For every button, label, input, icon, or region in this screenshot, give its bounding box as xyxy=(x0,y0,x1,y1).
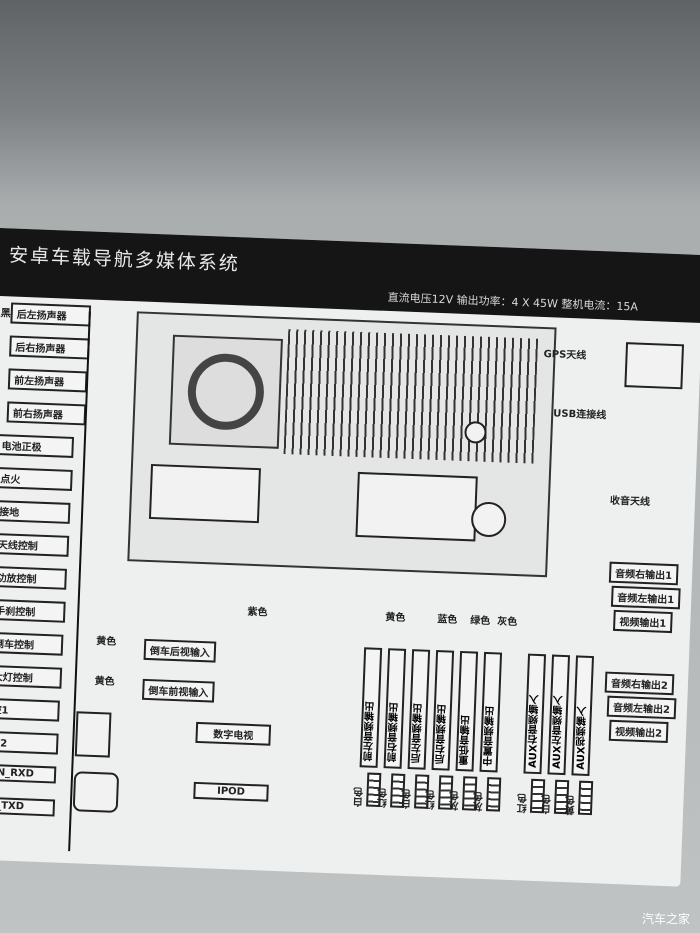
wire-label: 手刹控制 xyxy=(0,598,66,623)
audio-output-label: 后左音频输出 xyxy=(407,649,431,770)
audio-output-label: 前右音频输出 xyxy=(383,648,407,769)
plug-color-label: 红色 xyxy=(378,787,390,809)
audio-output-label: AUX左音频输入 xyxy=(547,654,571,776)
radio-antenna-label: 收音天线 xyxy=(609,495,651,509)
main-connector-icon xyxy=(148,463,261,524)
ipod-label: IPOD xyxy=(193,781,269,802)
wire-color-prefix: 主黑 xyxy=(0,307,11,320)
av-output-label: 音频左输出1 xyxy=(610,585,681,610)
plug-color-label: 白色 xyxy=(541,794,554,815)
av-output-label: 音频右输出2 xyxy=(604,671,675,696)
power-spec: 直流电压12V 输出功率：4 X 45W 整机电流：15A xyxy=(387,290,639,314)
audio-output-label: 中置音频输出 xyxy=(479,651,503,773)
plug-color-label: 红色 xyxy=(517,793,530,814)
wire-label: 天线控制 xyxy=(0,532,69,557)
wire-label: 倒车控制 xyxy=(0,631,64,656)
plug-color-label: 灰色 xyxy=(473,791,486,813)
head-unit-drawing xyxy=(127,311,557,578)
wire-label: 电池正极 xyxy=(0,434,75,458)
fan-icon xyxy=(168,334,283,449)
label-header: 安卓车载导航多媒体系统 直流电压12V 输出功率：4 X 45W 整机电流：15… xyxy=(0,228,700,324)
wire-label: AN_RXD xyxy=(0,763,57,784)
wire-label: 接地 xyxy=(0,499,71,524)
watermark: 汽车之家 xyxy=(641,912,690,926)
rca-plug-icon xyxy=(577,780,594,816)
label-title: 安卓车载导航多媒体系统 xyxy=(8,244,241,276)
yellow-wire-label: 黄色 xyxy=(385,612,406,624)
wiring-label: 安卓车载导航多媒体系统 直流电压12V 输出功率：4 X 45W 整机电流：15… xyxy=(0,228,700,887)
front-cam-color: 黄色 xyxy=(94,675,115,688)
av-output-label: 视频输出2 xyxy=(608,719,669,744)
wire-label: 功放控制 xyxy=(0,565,67,590)
dtv-connector-icon xyxy=(74,711,112,758)
wire-label: 控2 xyxy=(0,730,59,755)
gps-antenna-label: GPS天线 xyxy=(543,348,587,362)
heatsink xyxy=(283,329,539,464)
audio-output-label: 重低音输出 xyxy=(455,650,479,772)
digital-tv-label: 数字电视 xyxy=(195,721,272,746)
wire-label: 后左扬声器 xyxy=(10,302,92,327)
rear-cam-color: 黄色 xyxy=(95,636,117,648)
plug-color-label: 黄色 xyxy=(565,795,578,816)
rca-plug-icon xyxy=(485,777,502,812)
plug-color-label: 红色 xyxy=(425,789,438,811)
wire-label: 前右扬声器 xyxy=(6,401,86,426)
green-wire-label: 绿色 xyxy=(470,615,491,628)
av-output-label: 视频输出1 xyxy=(612,609,673,634)
wire-label: 点火 xyxy=(0,466,73,491)
radio-jack-icon xyxy=(470,501,507,538)
audio-output-label: AUX视频输入 xyxy=(571,655,595,777)
plug-color-label: 灰色 xyxy=(449,790,462,812)
wire-label: 后右扬声器 xyxy=(9,335,90,360)
plug-color-label: 白色 xyxy=(401,788,414,810)
front-camera-input-label: 倒车前视输入 xyxy=(141,678,215,703)
rear-camera-input-label: 倒车后视输入 xyxy=(143,638,217,663)
wire-label: 控1 xyxy=(0,697,60,722)
wire-label: 大灯控制 xyxy=(0,664,62,689)
wire-label: 前左扬声器 xyxy=(7,368,88,393)
usb-label: USB连接线 xyxy=(553,408,607,422)
audio-output-label: AUX右音频输入 xyxy=(523,653,547,775)
audio-output-label: 后右音频输出 xyxy=(431,650,455,771)
plug-color-label: 白色 xyxy=(354,787,366,808)
av-output-label: 音频左输出2 xyxy=(606,695,677,720)
purple-wire-label: 紫色 xyxy=(247,606,268,619)
av-output-label: 音频右输出1 xyxy=(608,561,679,586)
ipod-connector-icon xyxy=(72,771,120,813)
blue-wire-label: 蓝色 xyxy=(437,614,458,626)
av-connector-icon xyxy=(355,471,478,542)
wire-label: N_TXD xyxy=(0,796,55,817)
gray-wire-label: 灰色 xyxy=(497,616,518,629)
gps-antenna-icon xyxy=(624,342,685,390)
audio-output-label: 前左音频输出 xyxy=(359,647,383,768)
